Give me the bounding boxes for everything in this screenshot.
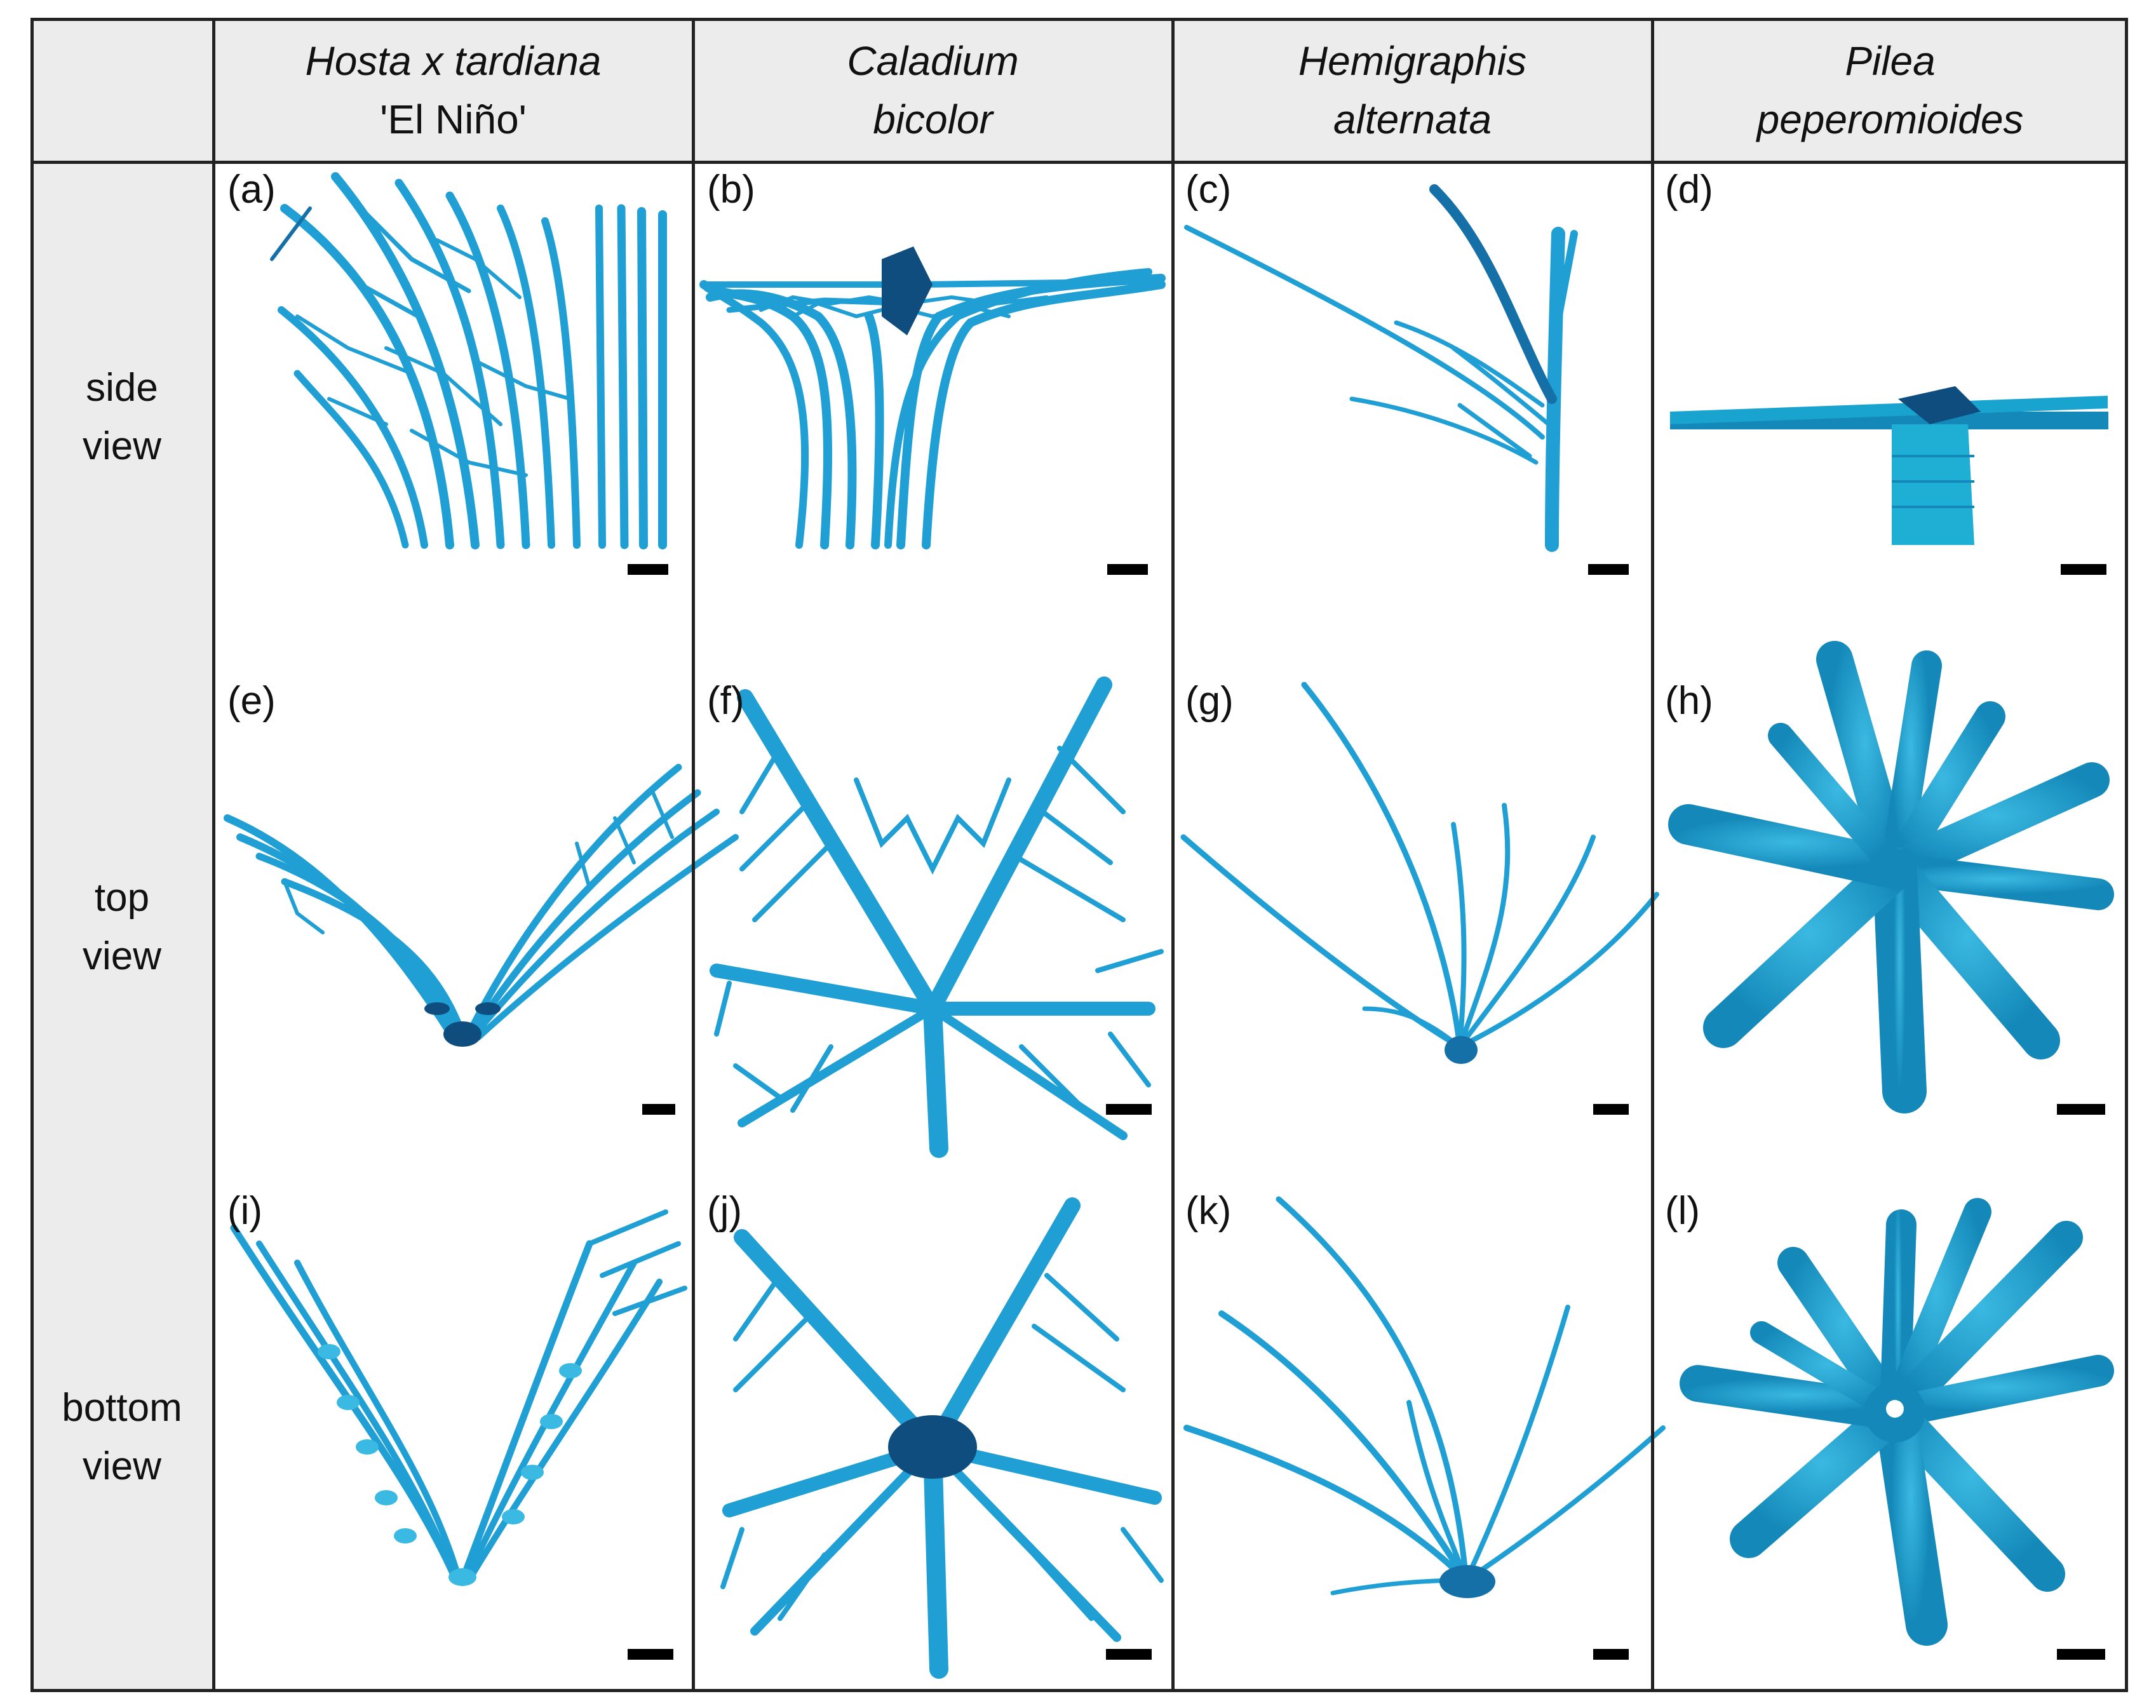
panel-j-center bbox=[888, 1415, 977, 1479]
grid-line bbox=[30, 18, 2128, 21]
column-header-line2: peperomioides bbox=[1756, 96, 2024, 142]
column-header-caladium: Caladium bicolor bbox=[693, 18, 1173, 162]
row-header-bottom: bottom view bbox=[30, 1182, 213, 1692]
panel-i-scale-bar bbox=[628, 1649, 673, 1660]
panel-i-veins bbox=[230, 1209, 687, 1584]
panel-b-veins bbox=[699, 268, 1166, 549]
panel-e-veins bbox=[224, 763, 739, 1041]
row-header-line1: top bbox=[94, 875, 150, 920]
panel-label-a: (a) bbox=[227, 168, 276, 212]
panel-label-f: (f) bbox=[707, 679, 744, 723]
panel-label-b: (b) bbox=[707, 168, 755, 212]
grid-line bbox=[30, 161, 2128, 164]
column-header-line1: Caladium bbox=[847, 37, 1019, 84]
panel-g-node bbox=[1445, 1036, 1478, 1064]
panel-label-d: (d) bbox=[1665, 168, 1713, 212]
column-header-hosta: Hosta x tardiana 'El Niño' bbox=[213, 18, 693, 162]
panel-label-c: (c) bbox=[1185, 168, 1232, 212]
panel-h-arms bbox=[1668, 641, 2114, 1113]
column-header-line1: Hemigraphis bbox=[1298, 37, 1527, 84]
panel-k-scale-bar bbox=[1593, 1649, 1629, 1660]
column-header-pilea: Pilea peperomioides bbox=[1652, 18, 2128, 162]
panel-label-g: (g) bbox=[1185, 679, 1234, 723]
row-header-line2: view bbox=[82, 424, 162, 468]
panel-a-scale-bar bbox=[628, 564, 668, 575]
panel-d-scale-bar bbox=[2061, 564, 2106, 575]
panel-label-l: (l) bbox=[1665, 1189, 1701, 1233]
panel-a-veins bbox=[270, 172, 667, 549]
panel-label-h: (h) bbox=[1665, 679, 1713, 723]
panel-b-midrib bbox=[882, 246, 933, 335]
panel-g-veins bbox=[1180, 682, 1659, 1050]
column-header-line1: Hosta x tardiana bbox=[305, 37, 602, 84]
column-header-hemigraphis: Hemigraphis alternata bbox=[1173, 18, 1652, 162]
panel-e-scale-bar bbox=[642, 1104, 675, 1115]
panel-i-nodes bbox=[318, 1344, 582, 1586]
column-header-line2: bicolor bbox=[873, 96, 993, 142]
panel-label-e: (e) bbox=[227, 679, 276, 723]
vein-renderings bbox=[224, 172, 2114, 1679]
row-header-line2: view bbox=[82, 934, 162, 978]
panel-l-hole bbox=[1886, 1400, 1904, 1418]
panel-h-center bbox=[1875, 849, 1915, 889]
panel-k-veins bbox=[1183, 1196, 1666, 1596]
panel-label-j: (j) bbox=[707, 1189, 743, 1233]
panel-c-veins bbox=[1184, 184, 1578, 552]
panel-b-scale-bar bbox=[1107, 564, 1148, 575]
grid-line bbox=[2125, 18, 2128, 1692]
grid-line bbox=[212, 18, 215, 1692]
column-header-line2: alternata bbox=[1333, 96, 1492, 142]
row-header-side: side view bbox=[30, 162, 213, 672]
row-header-line1: side bbox=[86, 365, 158, 410]
column-header-line2: 'El Niño' bbox=[380, 96, 527, 142]
panel-d-shape bbox=[1670, 386, 2108, 545]
panel-h-scale-bar bbox=[2057, 1104, 2105, 1115]
panel-label-i: (i) bbox=[227, 1189, 263, 1233]
figure-table: Hosta x tardiana 'El Niño' Caladium bico… bbox=[30, 18, 2128, 1692]
row-header-top: top view bbox=[30, 672, 213, 1182]
corner-header bbox=[30, 18, 213, 162]
grid-line bbox=[1651, 18, 1654, 1692]
grid-line bbox=[692, 18, 695, 1692]
panel-c-scale-bar bbox=[1588, 564, 1629, 575]
panel-l-scale-bar bbox=[2057, 1649, 2105, 1660]
panel-f-scale-bar bbox=[1106, 1104, 1152, 1115]
panel-f-veins bbox=[710, 676, 1164, 1158]
grid-line bbox=[1171, 18, 1175, 1692]
panel-j-scale-bar bbox=[1106, 1649, 1152, 1660]
grid-line bbox=[30, 1689, 2128, 1692]
grid-line bbox=[30, 18, 34, 1692]
column-header-line1: Pilea bbox=[1845, 37, 1936, 84]
panel-e-nodes bbox=[424, 1002, 501, 1047]
panel-g-scale-bar bbox=[1593, 1104, 1629, 1115]
panel-k-node bbox=[1439, 1565, 1495, 1598]
panel-label-k: (k) bbox=[1185, 1189, 1232, 1233]
row-header-line2: view bbox=[82, 1444, 162, 1488]
row-header-line1: bottom bbox=[62, 1385, 182, 1430]
